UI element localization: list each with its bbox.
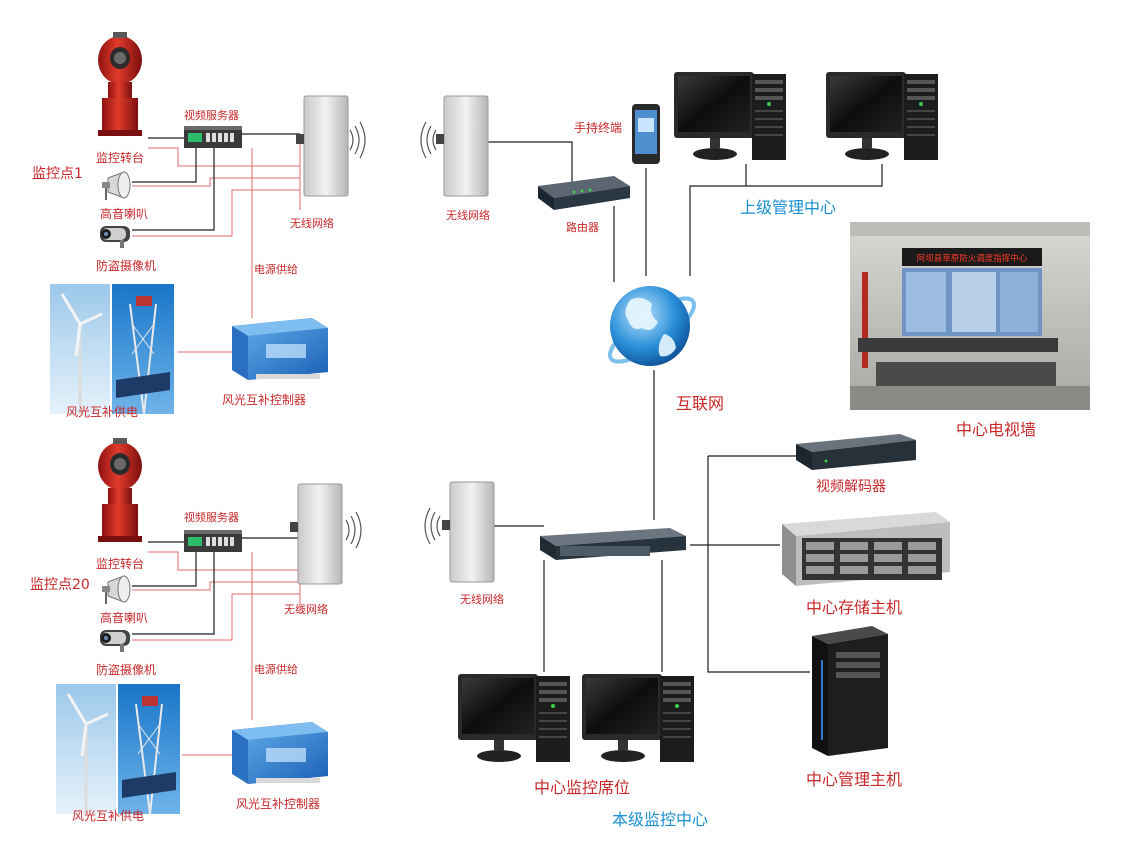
site20-speaker <box>101 575 131 605</box>
router-device <box>538 176 630 210</box>
local-seat-pc-2 <box>582 674 694 762</box>
tv-wall-photo: 阿坝县草原防火调度指挥中心 <box>850 222 1090 410</box>
site20-wireless-panel <box>289 483 343 585</box>
internet-globe <box>608 286 696 366</box>
handheld-terminal <box>632 104 660 164</box>
site1-camera-label: 防盗摄像机 <box>96 259 157 273</box>
upper-center-label: 上级管理中心 <box>740 198 837 217</box>
site20-controller-box <box>232 722 328 784</box>
site1-speaker-label: 高音喇叭 <box>100 207 149 221</box>
site20-turret-label: 监控转台 <box>96 557 145 571</box>
site20-turret <box>98 438 142 542</box>
data-lines <box>132 133 883 673</box>
site20-video-server-label: 视频服务器 <box>184 511 239 524</box>
management-host-device <box>812 626 888 756</box>
site1-controller-box <box>232 318 328 380</box>
internet-label: 互联网 <box>676 394 725 413</box>
site1-wind-solar-label: 风光互补供电 <box>66 405 139 419</box>
site20-wave-icon <box>345 511 362 549</box>
storage-host-device <box>782 512 950 586</box>
site20-wireless-label: 无线网络 <box>284 603 328 616</box>
site1-wave-icon <box>349 121 366 159</box>
site1-wind-solar-image <box>48 282 176 416</box>
site1-turret <box>98 32 142 136</box>
site1-controller-label: 风光互补控制器 <box>222 393 307 407</box>
site20-video-server <box>184 530 242 552</box>
site1-video-server-label: 视频服务器 <box>184 109 239 122</box>
site1-name-label: 监控点1 <box>32 166 83 182</box>
local-center-label: 本级监控中心 <box>612 810 709 829</box>
site1-turret-label: 监控转台 <box>96 151 145 165</box>
wireless-panel-top <box>435 95 489 197</box>
site20-power-label: 电源供给 <box>254 663 298 676</box>
router-label: 路由器 <box>566 221 599 234</box>
switch-device <box>540 528 686 560</box>
site1-speaker <box>101 171 131 201</box>
site20-speaker-label: 高音喇叭 <box>100 611 149 625</box>
site20-wind-solar-image <box>54 682 182 816</box>
local-seat-pc-1 <box>458 674 570 762</box>
site1-wireless-panel <box>295 95 349 197</box>
site1-power-label: 电源供给 <box>254 263 298 276</box>
wave-icon-bottom <box>424 507 441 545</box>
decoder-label: 视频解码器 <box>816 479 886 495</box>
upper-center-pc-2 <box>826 72 938 160</box>
site20-camera-label: 防盗摄像机 <box>96 663 157 677</box>
site20-wind-solar-label: 风光互补供电 <box>72 809 145 823</box>
wireless-panel-bottom <box>441 481 495 583</box>
wave-icon-top <box>420 121 437 159</box>
site20-controller-label: 风光互补控制器 <box>236 797 321 811</box>
management-label: 中心管理主机 <box>806 770 903 789</box>
site20-camera <box>100 630 130 652</box>
tv-wall-banner: 阿坝县草原防火调度指挥中心 <box>917 253 1028 264</box>
upper-center-pc-1 <box>674 72 786 160</box>
site1-video-server <box>184 126 242 148</box>
site1-camera <box>100 226 130 248</box>
tv-wall-label: 中心电视墙 <box>956 420 1037 439</box>
site20-name-label: 监控点20 <box>30 577 90 593</box>
handheld-label: 手持终端 <box>574 121 623 135</box>
seats-label: 中心监控席位 <box>534 778 631 797</box>
wireless-bottom-label: 无线网络 <box>460 593 504 606</box>
wireless-top-label: 无线网络 <box>446 209 490 222</box>
video-decoder-device <box>796 434 916 470</box>
storage-label: 中心存储主机 <box>806 598 903 617</box>
site1-wireless-label: 无线网络 <box>290 217 334 230</box>
